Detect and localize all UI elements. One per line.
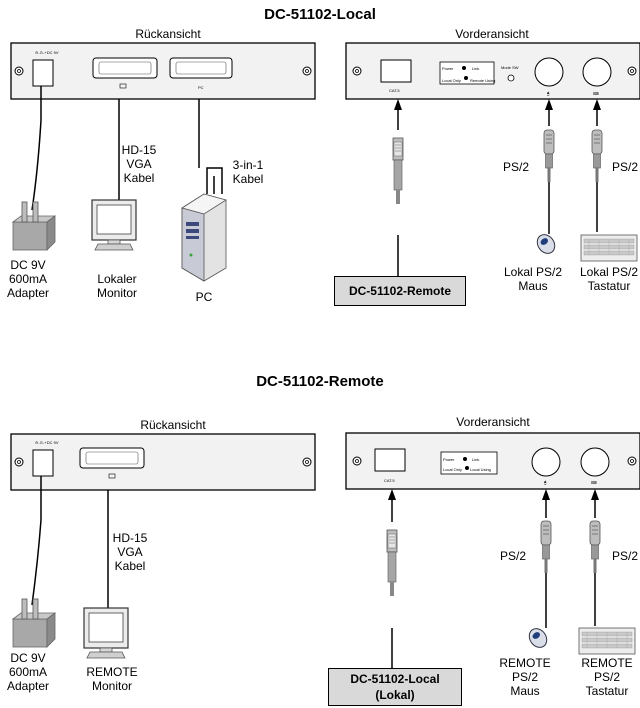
mouse-symbol-icon: 🖰 <box>547 91 550 96</box>
pc-port-icon <box>169 57 233 79</box>
mouse-icon <box>525 624 551 652</box>
vga-port-icon <box>92 57 158 79</box>
svg-text:PC: PC <box>198 85 204 90</box>
ps2-mouse-port-icon <box>534 57 564 87</box>
svg-text:Power: Power <box>442 66 454 71</box>
local-pc-label: PC <box>195 290 213 304</box>
svg-text:Local Only: Local Only <box>442 78 461 83</box>
local-rear-heading: Rückansicht <box>135 27 201 41</box>
svg-text:Link: Link <box>472 457 479 462</box>
svg-text:Mode SW: Mode SW <box>501 65 519 70</box>
ps2-mouse-port-icon <box>531 447 561 477</box>
keyboard-icon <box>578 627 636 655</box>
monitor-symbol-icon <box>119 83 127 89</box>
ps2-plug-icon <box>591 129 603 183</box>
monitor-symbol-icon <box>108 473 116 479</box>
dc-jack-icon <box>32 59 54 87</box>
local-rear-panel <box>10 42 316 100</box>
remote-ps2-right-label: PS/2 <box>612 549 639 563</box>
remote-front-heading: Vorderansicht <box>456 415 530 429</box>
svg-text:Local Only: Local Only <box>443 467 462 472</box>
svg-text:Power: Power <box>443 457 455 462</box>
rj45-plug-icon <box>392 137 404 205</box>
keyboard-symbol-icon: ⌨ <box>591 480 597 485</box>
svg-text:Link: Link <box>472 66 479 71</box>
keyboard-symbol-icon: ⌨ <box>593 91 599 96</box>
remote-ps2-left-label: PS/2 <box>500 549 527 563</box>
mouse-icon <box>533 230 559 258</box>
power-adapter-icon <box>12 598 56 648</box>
mode-switch-icon <box>507 74 515 82</box>
cat5-port-icon <box>374 448 406 472</box>
local-unit-box: DC-51102-Local(Lokal) <box>328 668 462 706</box>
ps2-plug-icon <box>543 129 555 183</box>
remote-title: DC-51102-Remote <box>256 373 384 390</box>
mouse-symbol-icon: 🖰 <box>544 480 547 485</box>
local-title: DC-51102-Local <box>264 6 376 23</box>
monitor-icon <box>83 607 129 659</box>
keyboard-icon <box>580 234 638 262</box>
led-indicator-panel <box>439 61 495 85</box>
local-ps2-left-label: PS/2 <box>503 160 530 174</box>
local-front-heading: Vorderansicht <box>455 27 529 41</box>
svg-text:Remote Using: Remote Using <box>470 78 495 83</box>
monitor-icon <box>91 199 137 251</box>
svg-text:CAT.5: CAT.5 <box>389 88 400 93</box>
dc-label: ⊖-⊙-+DC 9V <box>35 50 59 55</box>
remote-unit-box: DC-51102-Remote <box>334 276 466 306</box>
remote-rear-heading: Rückansicht <box>140 418 206 432</box>
ps2-plug-icon <box>589 520 601 574</box>
svg-text:Local Using: Local Using <box>470 467 491 472</box>
dc-jack-icon <box>32 449 54 477</box>
svg-text:CAT.5: CAT.5 <box>384 478 395 483</box>
power-adapter-icon <box>12 201 56 251</box>
ps2-keyboard-port-icon <box>582 57 612 87</box>
pc-tower-icon <box>181 193 227 282</box>
ps2-plug-icon <box>540 520 552 574</box>
svg-text:⊖-⊙-+DC 9V: ⊖-⊙-+DC 9V <box>35 440 59 445</box>
rj45-plug-icon <box>386 529 398 597</box>
vga-port-icon <box>79 447 145 469</box>
remote-rear-panel <box>10 433 316 491</box>
led-indicator-panel <box>440 451 498 475</box>
ps2-keyboard-port-icon <box>580 447 610 477</box>
local-ps2-right-label: PS/2 <box>612 160 639 174</box>
cat5-port-icon <box>380 59 412 83</box>
